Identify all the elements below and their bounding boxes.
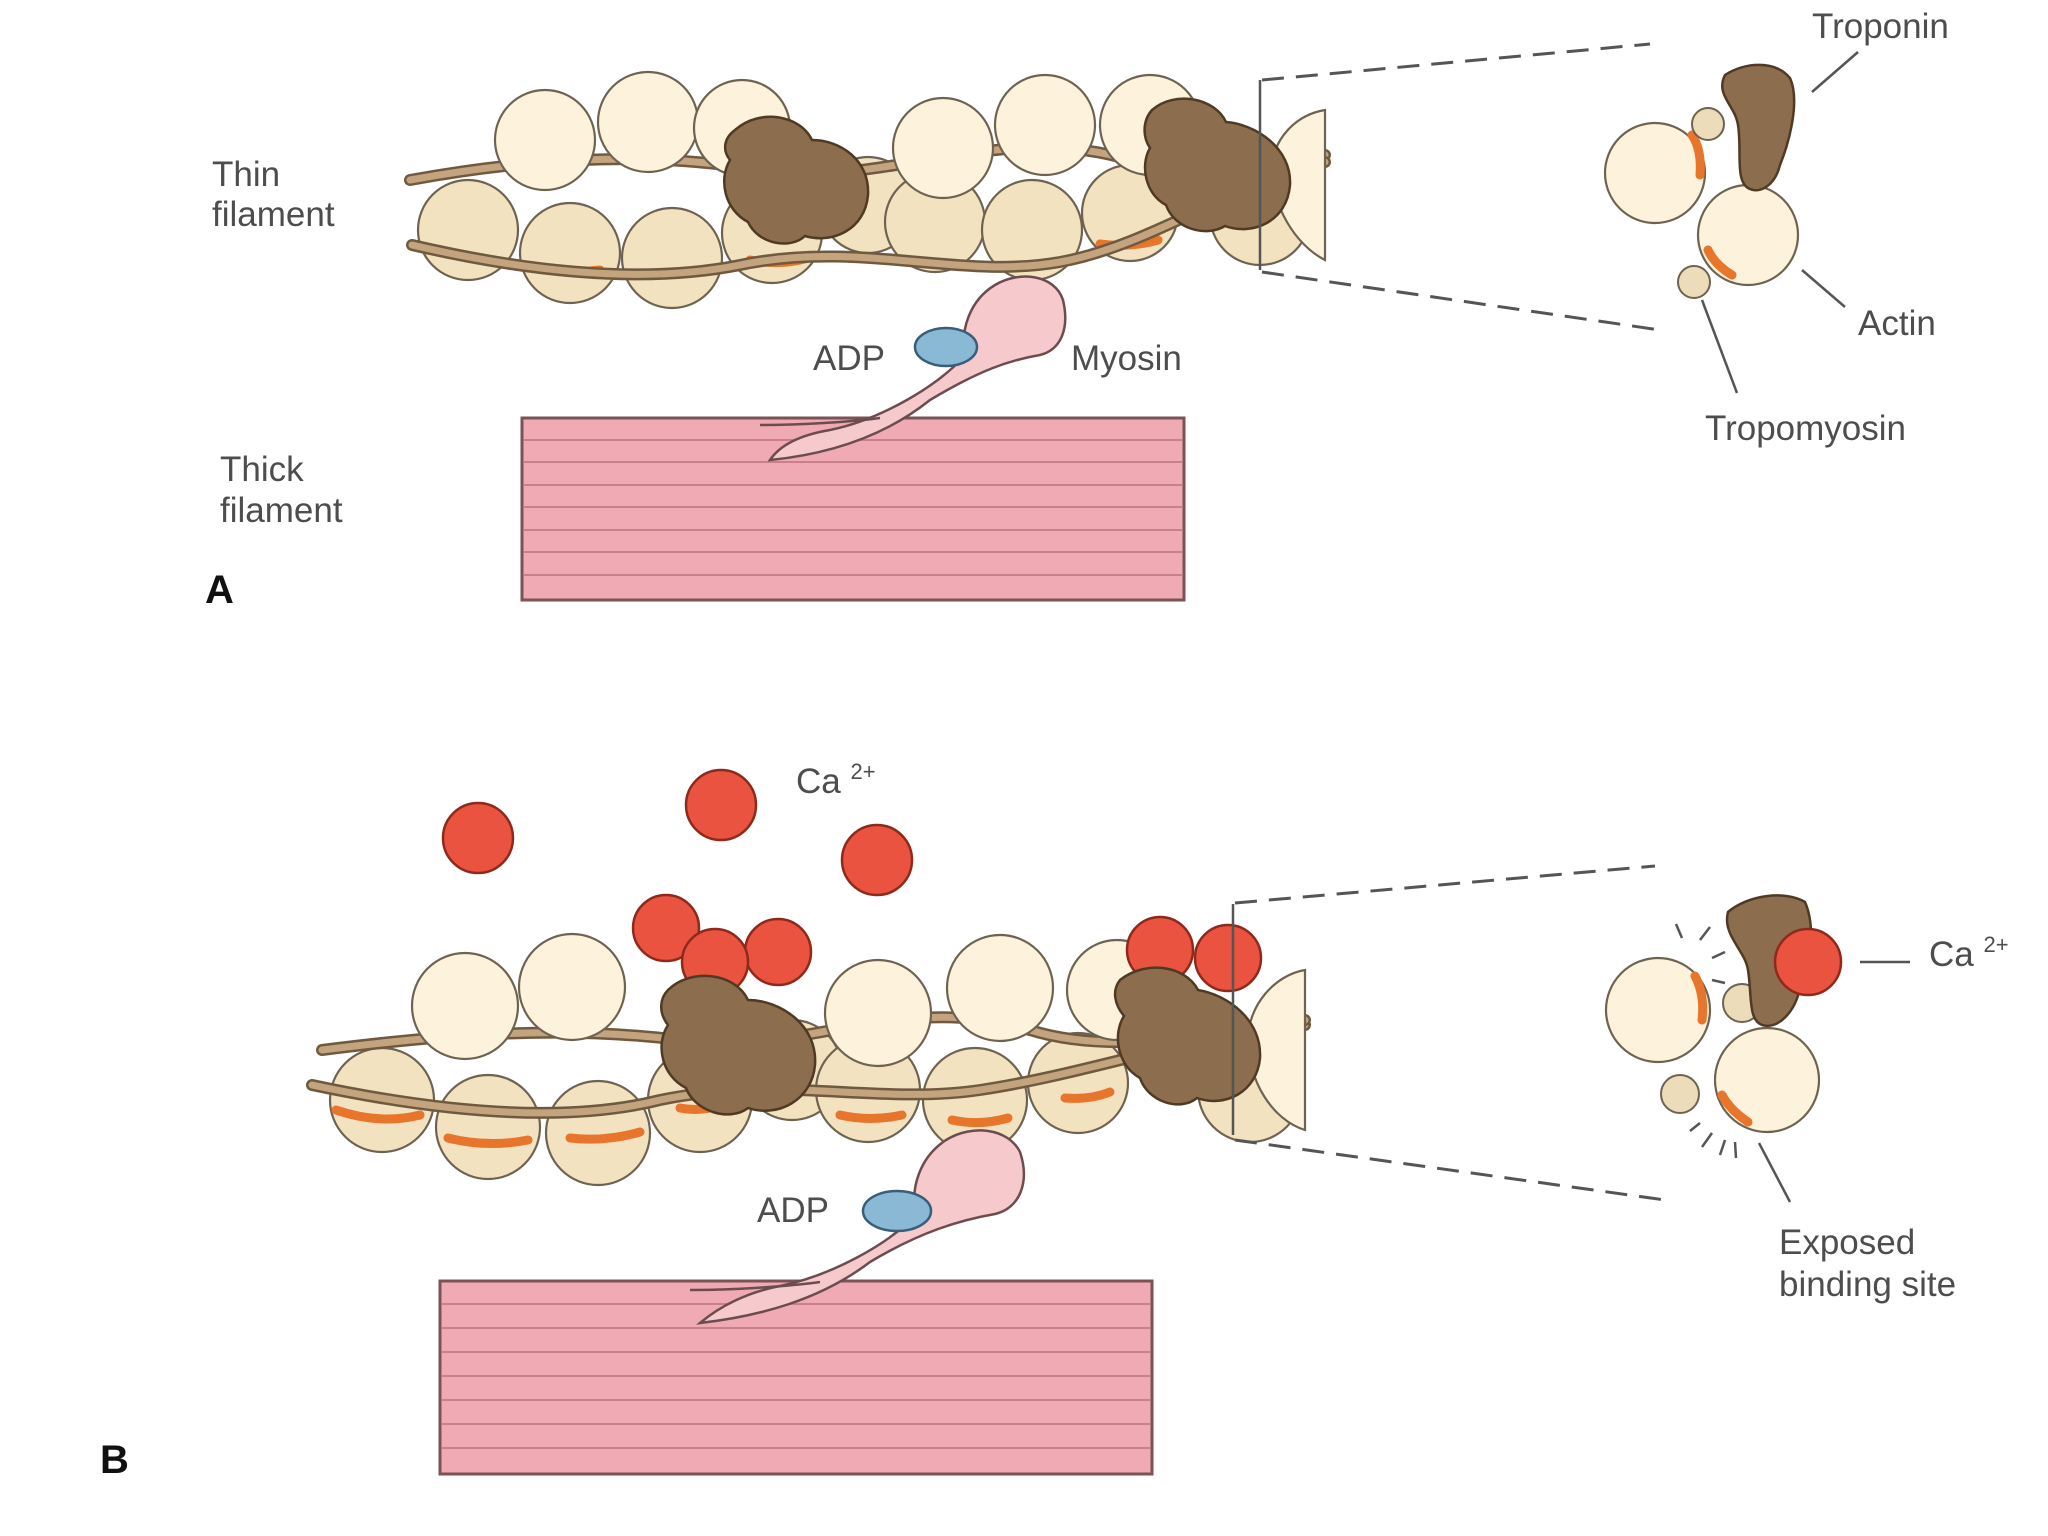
free-calcium-ions — [441, 768, 914, 897]
label-troponin: Troponin — [1812, 7, 1949, 46]
calcium-ion — [684, 768, 758, 842]
troponin-complex-a2 — [1143, 97, 1292, 233]
myosin-head-a — [759, 275, 1067, 462]
label-thin-filament-line2: filament — [212, 195, 335, 234]
inset-a-actin-lower — [1696, 183, 1800, 287]
thick-filament-b — [438, 1279, 1154, 1476]
label-thin-filament-a: Thin filament — [212, 155, 335, 234]
inset-b-actin-lower — [1713, 1026, 1821, 1134]
label-thick-filament-line1: Thick — [220, 450, 304, 489]
label-calcium-inset: Ca 2+ — [1929, 932, 2009, 974]
label-adp-b: ADP — [757, 1191, 829, 1230]
panel-b: Ca 2+ ADP Ca 2+ Exposed binding site B — [100, 759, 2009, 1482]
inset-b-troponin — [1725, 894, 1813, 1028]
inset-b-calcium-ion — [1773, 927, 1843, 997]
bound-calcium-ion — [1193, 923, 1263, 993]
label-myosin-a: Myosin — [1071, 339, 1182, 378]
label-exposed-binding-site: Exposed binding site — [1779, 1223, 1956, 1304]
troponin-complex-b2 — [1113, 966, 1262, 1106]
inset-a-actin-upper — [1603, 121, 1707, 225]
adp-molecule-b — [861, 1189, 933, 1233]
label-calcium-inset-sup: 2+ — [1983, 932, 2008, 957]
zoom-line-b-bottom — [1234, 1138, 1666, 1202]
label-thick-filament-a: Thick filament — [220, 450, 343, 530]
zoom-line-b-top — [1234, 864, 1656, 905]
calcium-ion — [840, 823, 914, 897]
label-thick-filament-line2: filament — [220, 491, 343, 530]
inset-b-actin-upper — [1604, 956, 1712, 1064]
calcium-ion — [441, 801, 515, 875]
zoom-line-a-top — [1261, 42, 1651, 82]
inset-a-tropomyosin-bead-2 — [1677, 265, 1711, 299]
inset-a-troponin — [1721, 63, 1796, 192]
troponin-complex-a1 — [722, 115, 870, 245]
bound-calcium-ion — [743, 917, 813, 987]
label-exposed-line2: binding site — [1779, 1265, 1956, 1304]
bound-calcium-ion — [631, 893, 701, 963]
label-calcium-inset-base: Ca — [1929, 935, 1974, 974]
panel-letter-b: B — [100, 1438, 129, 1482]
adp-molecule-a — [913, 326, 979, 368]
troponin-complex-b1 — [660, 974, 817, 1116]
inset-b-tropomyosin-bead-2 — [1660, 1074, 1700, 1114]
panel-letter-a: A — [205, 568, 234, 612]
label-calcium-b-base: Ca — [796, 762, 841, 801]
label-thin-filament-line1: Thin — [212, 155, 280, 194]
label-exposed-line1: Exposed — [1779, 1223, 1915, 1262]
panel-a: Thin filament Thick filament ADP Myosin … — [205, 7, 1949, 612]
thin-filament-a — [404, 70, 1331, 310]
zoom-line-a-bottom — [1261, 270, 1661, 332]
label-calcium-b-sup: 2+ — [850, 759, 875, 784]
label-adp-a: ADP — [813, 339, 885, 378]
label-actin: Actin — [1858, 304, 1936, 343]
label-tropomyosin: Tropomyosin — [1705, 409, 1906, 448]
inset-b — [1604, 894, 1843, 1159]
inset-a-tropomyosin-bead-1 — [1691, 107, 1725, 141]
thick-filament-a — [520, 416, 1186, 602]
thin-filament-b — [306, 893, 1311, 1187]
inset-a — [1603, 63, 1800, 299]
myosin-head-b — [689, 1129, 1025, 1325]
label-calcium-b: Ca 2+ — [796, 759, 876, 801]
